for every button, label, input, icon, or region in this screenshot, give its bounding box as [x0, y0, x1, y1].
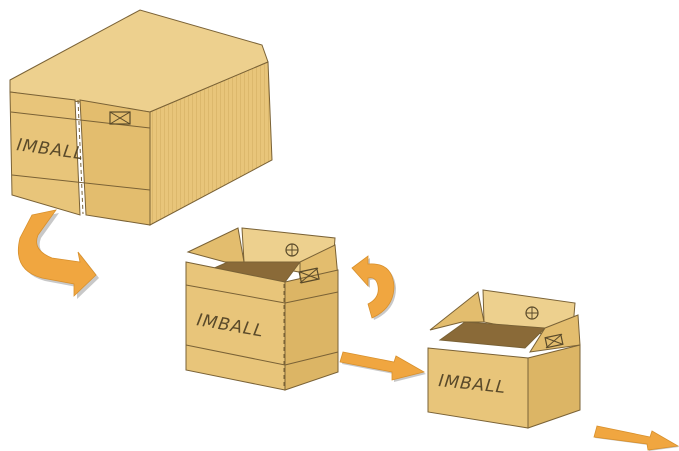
fragile-cross-icon	[298, 267, 320, 284]
box-open-left-flap	[186, 227, 245, 263]
stack-front-right-panel	[79, 99, 151, 226]
box-erected-left-flap	[429, 291, 485, 331]
stack-front-left-panel	[9, 91, 81, 216]
center-mark-icon	[285, 243, 299, 257]
center-mark-icon	[525, 306, 539, 320]
box-open: IMBALL	[185, 227, 339, 391]
arrow-step-2	[351, 255, 396, 320]
box-erected-right	[527, 344, 581, 429]
box-erected: IMBALL	[427, 289, 581, 429]
arrow-step-4	[593, 425, 679, 451]
box-open-right	[284, 269, 339, 391]
box-erected-inside	[438, 321, 547, 349]
fragile-cross-icon	[544, 333, 564, 349]
flat-blank-stack: IMBALL	[9, 9, 273, 226]
arrow-step-1	[17, 209, 100, 299]
arrow-step-3	[339, 351, 426, 382]
fragile-cross-icon	[109, 111, 131, 125]
